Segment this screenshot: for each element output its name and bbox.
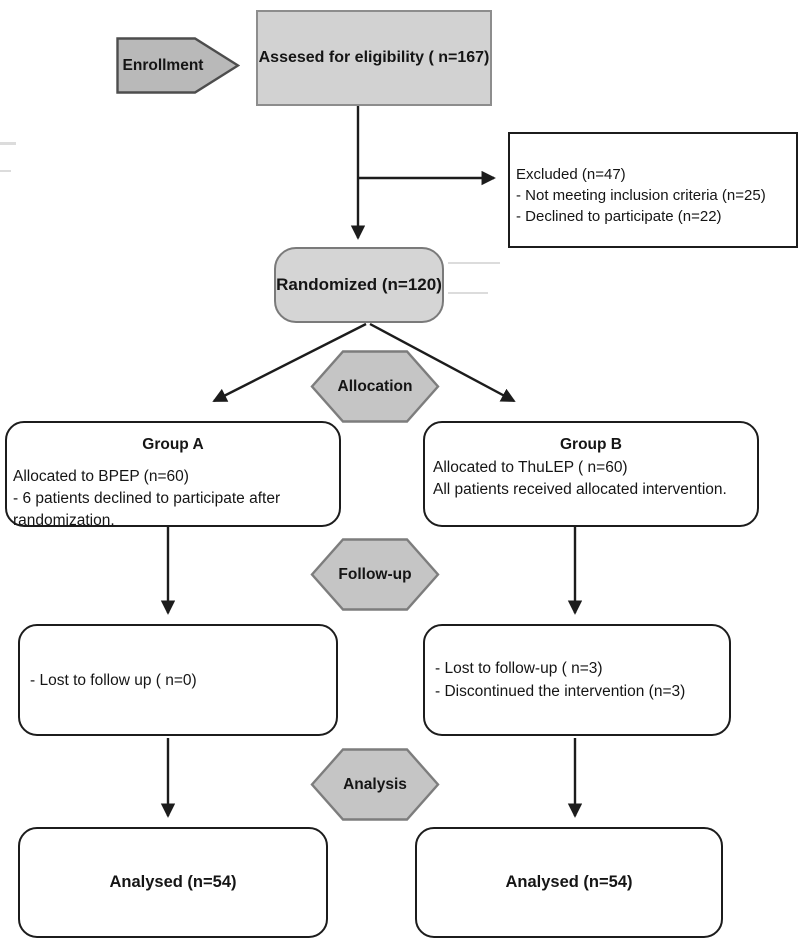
group-a-box: Group A Allocated to BPEP (n=60) - 6 pat… <box>5 421 341 529</box>
followup-b-box: - Lost to follow-up ( n=3) - Discontinue… <box>423 624 731 736</box>
group-b-box: Group B Allocated to ThuLEP ( n=60) All … <box>423 421 759 527</box>
followup-a-box: - Lost to follow up ( n=0) <box>18 624 338 736</box>
hexagon-shape <box>310 538 440 611</box>
group-a-body: Allocated to BPEP (n=60) - 6 patients de… <box>7 466 339 532</box>
allocation-stage-marker: Allocation <box>310 350 440 423</box>
followup-b-line-1: - Lost to follow-up ( n=3) <box>435 660 603 677</box>
group-a-line-1: Allocated to BPEP (n=60) <box>13 468 189 485</box>
group-b-title: Group B <box>560 436 622 453</box>
analysed-a-box: Analysed (n=54) <box>18 827 328 938</box>
analysed-b-box: Analysed (n=54) <box>415 827 723 938</box>
enrollment-label: Enrollment <box>122 56 204 74</box>
group-a-title: Group A <box>142 436 204 453</box>
excluded-line-2: - Not meeting inclusion criteria (n=25) <box>516 187 766 204</box>
pentagon-shape <box>116 37 240 94</box>
followup-label: Follow-up <box>338 565 412 583</box>
enrollment-stage-marker: Enrollment <box>116 37 240 94</box>
scan-artifact <box>448 292 488 294</box>
followup-b-line-2: - Discontinued the intervention (n=3) <box>435 683 686 700</box>
analysis-stage-marker: Analysis <box>310 748 440 821</box>
hexagon-shape <box>310 748 440 821</box>
eligibility-text: Assesed for eligibility ( n=167) <box>258 49 490 66</box>
randomized-box: Randomized (n=120) <box>274 247 444 323</box>
analysed-a-text: Analysed (n=54) <box>109 873 237 891</box>
group-b-line-1: Allocated to ThuLEP ( n=60) <box>433 459 628 476</box>
group-b-body: Allocated to ThuLEP ( n=60) All patients… <box>425 457 757 501</box>
scan-artifact <box>0 170 11 172</box>
eligibility-box: Assesed for eligibility ( n=167) <box>256 10 492 106</box>
allocation-label: Allocation <box>337 377 413 395</box>
excluded-line-1: Excluded (n=47) <box>516 166 626 183</box>
group-b-line-2: All patients received allocated interven… <box>433 481 727 498</box>
hexagon-shape <box>310 350 440 423</box>
randomized-text: Randomized (n=120) <box>276 275 442 294</box>
followup-stage-marker: Follow-up <box>310 538 440 611</box>
analysis-label: Analysis <box>343 775 407 793</box>
scan-artifact <box>448 262 500 264</box>
scan-artifact <box>0 142 16 145</box>
excluded-box: Excluded (n=47) - Not meeting inclusion … <box>508 132 798 248</box>
analysed-b-text: Analysed (n=54) <box>505 873 633 891</box>
group-a-line-2: - 6 patients declined to participate aft… <box>13 490 281 529</box>
excluded-line-3: - Declined to participate (n=22) <box>516 208 722 225</box>
followup-a-line-1: - Lost to follow up ( n=0) <box>30 671 197 689</box>
